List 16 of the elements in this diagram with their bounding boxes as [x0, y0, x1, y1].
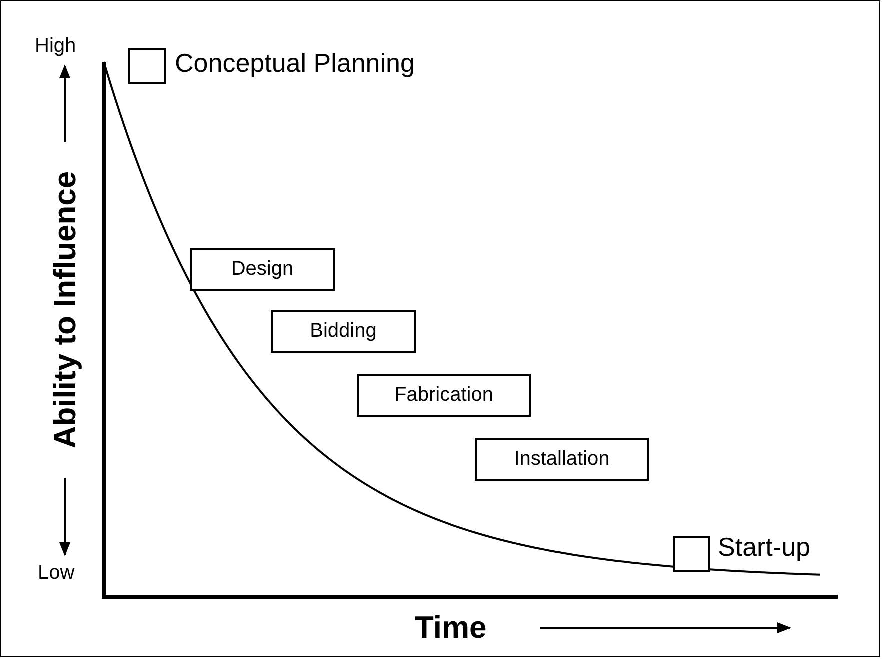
stage-box [271, 310, 416, 353]
stage-label: Bidding [310, 320, 377, 343]
stage-label: Start-up [718, 532, 810, 563]
axis-tick-label: High [35, 35, 76, 58]
stage-label: Design [231, 258, 294, 281]
stage-box [190, 248, 335, 291]
axis-title: Ability to Influence [47, 171, 84, 449]
stage-box [475, 438, 649, 481]
axis-title: Time [415, 610, 487, 646]
stage-label: Conceptual Planning [175, 48, 415, 79]
stage-label: Installation [514, 448, 610, 471]
checkbox-square [673, 536, 710, 572]
checkbox-square [128, 48, 166, 84]
stage-label: Fabrication [394, 384, 494, 407]
axis-tick-label: Low [38, 562, 75, 585]
stage-box [357, 374, 531, 417]
